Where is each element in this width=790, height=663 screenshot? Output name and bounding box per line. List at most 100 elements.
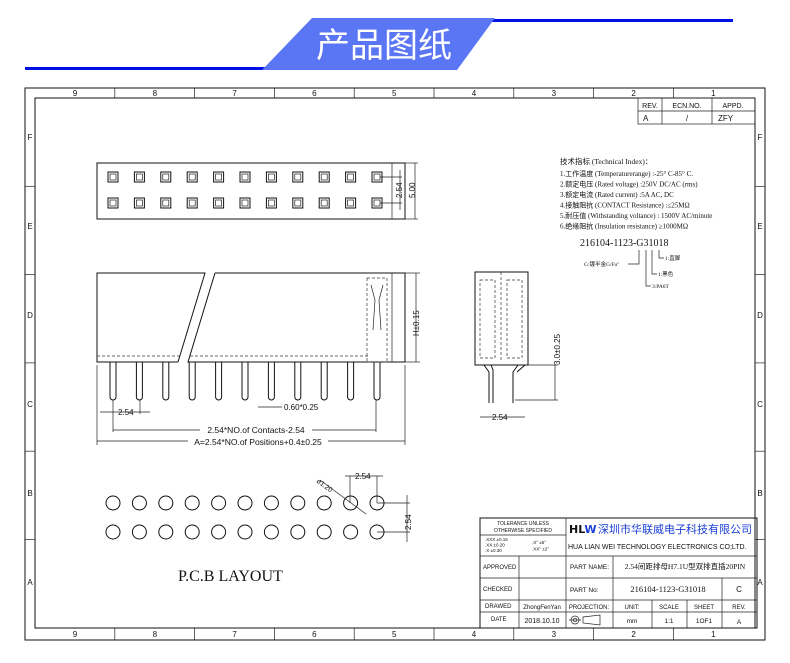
top-view: 2.54 5.00 <box>96 162 418 220</box>
pcb-hole <box>158 524 174 540</box>
unit-value: mm <box>627 618 638 625</box>
dim-contacts-span: 2.54*NO.of Contacts-2.54 <box>207 425 305 435</box>
frame-row-label: D <box>27 311 33 320</box>
contact-cavity <box>239 171 251 183</box>
banner-title: 产品图纸 <box>316 26 452 66</box>
contact-cavity <box>213 197 225 209</box>
banner-badge <box>262 18 495 70</box>
tech-index-title: 技术指标 (Technical Index)： <box>560 156 652 166</box>
frame-column-label: 4 <box>472 630 477 639</box>
pcb-hole <box>211 495 227 511</box>
drawed-label: DRAWED <box>485 604 512 610</box>
frame-column-label: 3 <box>552 630 557 639</box>
rev-value: A <box>737 619 742 626</box>
rev-label: REV. <box>732 605 746 611</box>
tech-index-line: 5.耐压值 (Withstanding voltance) : 1500V AC… <box>560 211 712 220</box>
pcb-hole <box>131 495 147 511</box>
tech-index-line: 3.额定电流 (Rated current) :5A AC, DC <box>560 190 674 199</box>
technical-index: 技术指标 (Technical Index)： 1.工作温度 (Temperat… <box>560 156 712 290</box>
revision-block: REV. ECN.NO. APPD. A / ZFY <box>637 97 756 125</box>
frame-row-label: B <box>757 489 762 498</box>
tolerance-linear-3: .X ±0.30 <box>485 548 502 553</box>
frame-column-label: 9 <box>73 89 78 98</box>
pcb-hole <box>369 524 385 540</box>
pcb-hole <box>237 495 253 511</box>
tech-index-line: 1.工作温度 (Temperaturerange) :-25° C-85° C. <box>560 169 693 178</box>
contact-cavity <box>318 197 330 209</box>
frame-column-label: 4 <box>472 89 477 98</box>
tolerance-linear-2: .XX ±0.20 <box>485 543 505 548</box>
pcb-hole <box>290 495 306 511</box>
pin <box>215 362 223 401</box>
company-logo: HLW <box>569 523 597 536</box>
front-view: H±0.15 2.54 0.60*0.25 2.54*NO.of Contact… <box>96 272 421 447</box>
frame-column-label: 5 <box>392 630 397 639</box>
frame-column-label: 5 <box>392 89 397 98</box>
frame-column-label: 8 <box>153 630 158 639</box>
pin <box>294 362 302 401</box>
frame-column-label: 9 <box>73 630 78 639</box>
pin <box>162 362 170 401</box>
pcb-hole <box>316 495 332 511</box>
drawed-value: ZhongFenYan <box>523 605 561 611</box>
part-name-label: PART NAME: <box>570 564 609 571</box>
frame-row-label: E <box>27 222 32 231</box>
banner-line-left <box>25 67 265 70</box>
scale-value: 1:1 <box>664 618 673 625</box>
frame-row-label: C <box>27 400 33 409</box>
pcb-hole <box>131 524 147 540</box>
pcb-hole <box>211 524 227 540</box>
company-name-cn: 深圳市华联威电子科技有限公司 <box>598 522 752 536</box>
title-block: TOLERANCE UNLESS OTHERWISE SPECIFIED .XX… <box>479 517 758 629</box>
pcb-hole <box>184 524 200 540</box>
pcb-hole <box>105 495 121 511</box>
part-code: 216104-1123-G31018 <box>580 238 669 249</box>
part-no-value: 216104-1123-G31018 <box>630 584 705 594</box>
tech-index-line: 6.绝缘阻抗 (Insulation resistance) ≥1000MΩ <box>560 222 688 231</box>
scale-label: SCALE <box>659 605 679 611</box>
pcb-hole <box>263 524 279 540</box>
rev-header: REV. <box>642 103 658 110</box>
frame-column-label: 1 <box>711 630 716 639</box>
ecn-value: / <box>686 114 689 123</box>
side-view: 3.0±0.25 2.54 <box>474 271 562 422</box>
frame-row-label: A <box>757 578 763 587</box>
frame-column-label: 6 <box>312 89 317 98</box>
dim-side-pitch: 2.54 <box>492 413 508 422</box>
tolerance-angle-1: .X° ±5° <box>532 540 546 545</box>
pcb-hole <box>263 495 279 511</box>
frame-column-label: 3 <box>552 89 557 98</box>
contact-cavity <box>186 197 198 209</box>
frame-row-label: A <box>27 578 33 587</box>
frame-column-label: 2 <box>631 630 636 639</box>
callout-material: 3:PA6T <box>652 284 670 290</box>
frame-column-label: 7 <box>232 630 237 639</box>
pcb-hole <box>105 524 121 540</box>
pcb-hole <box>184 495 200 511</box>
pin <box>320 362 328 401</box>
frame-row-label: D <box>757 311 763 320</box>
contact-cavity <box>160 171 172 183</box>
contact-cavity <box>265 197 277 209</box>
date-label: DATE <box>491 617 507 623</box>
pcb-hole <box>290 524 306 540</box>
pcb-hole <box>316 524 332 540</box>
pcb-hole <box>369 495 385 511</box>
dim-height: H±0.15 <box>412 310 421 336</box>
pin <box>109 362 117 401</box>
contact-cavity <box>186 171 198 183</box>
pcb-hole <box>158 495 174 511</box>
dim-pcb-pitch-x: 2.54 <box>355 472 371 481</box>
banner: 产品图纸 <box>25 18 733 70</box>
pcb-layout-label: P.C.B LAYOUT <box>178 568 283 585</box>
part-no-label: PART No: <box>570 587 599 594</box>
projection-label: PROJECTION: <box>569 605 610 611</box>
dim-top-pitch: 2.54 <box>395 182 404 198</box>
pin <box>347 362 355 401</box>
contact-cavity <box>345 171 357 183</box>
projection-symbol-icon <box>569 614 601 626</box>
unit-label: UNIT: <box>625 605 640 611</box>
frame-row-label: F <box>758 133 763 142</box>
